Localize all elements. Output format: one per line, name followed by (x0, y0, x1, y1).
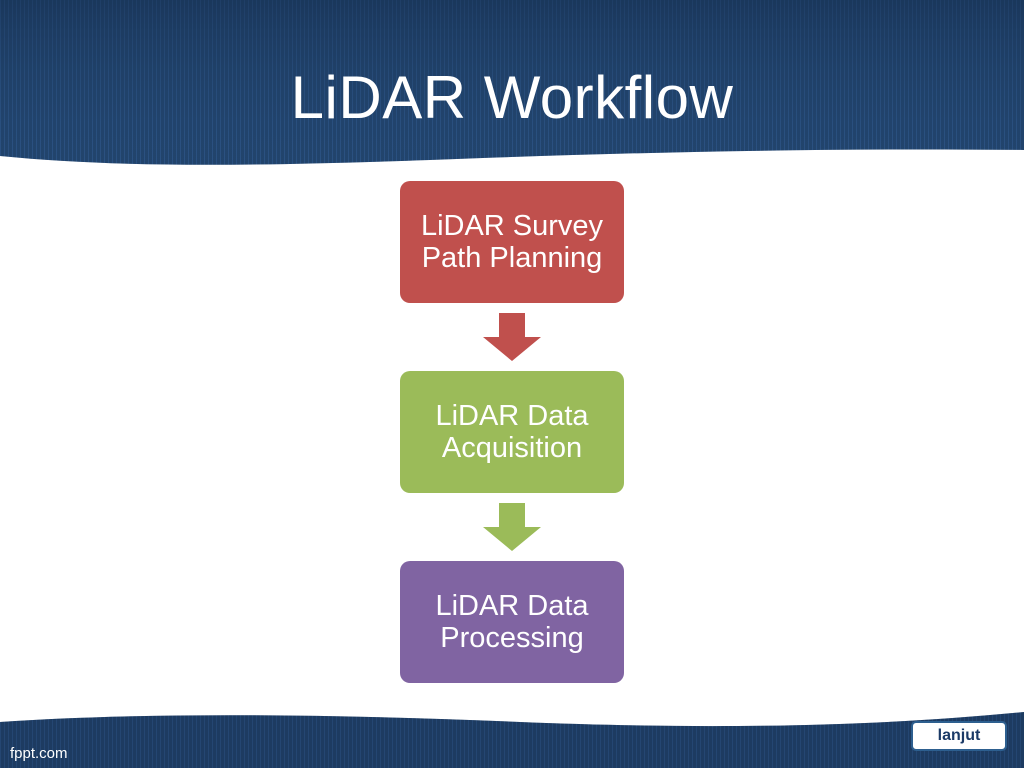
step-box-data-acquisition: LiDAR Data Acquisition (400, 371, 624, 493)
step-box-survey-planning: LiDAR Survey Path Planning (400, 181, 624, 303)
footer-band (0, 712, 1024, 768)
step-box-data-processing: LiDAR Data Processing (400, 561, 624, 683)
slide-title: LiDAR Workflow (290, 64, 734, 131)
step-label: LiDAR Data Processing (435, 590, 589, 654)
step-label: LiDAR Data Acquisition (435, 400, 589, 464)
step-label: LiDAR Survey Path Planning (420, 210, 604, 274)
down-arrow-icon (483, 503, 541, 551)
footer-brand: fppt.com (10, 745, 68, 762)
down-arrow-icon (483, 313, 541, 361)
next-button[interactable]: lanjut (911, 721, 1007, 751)
